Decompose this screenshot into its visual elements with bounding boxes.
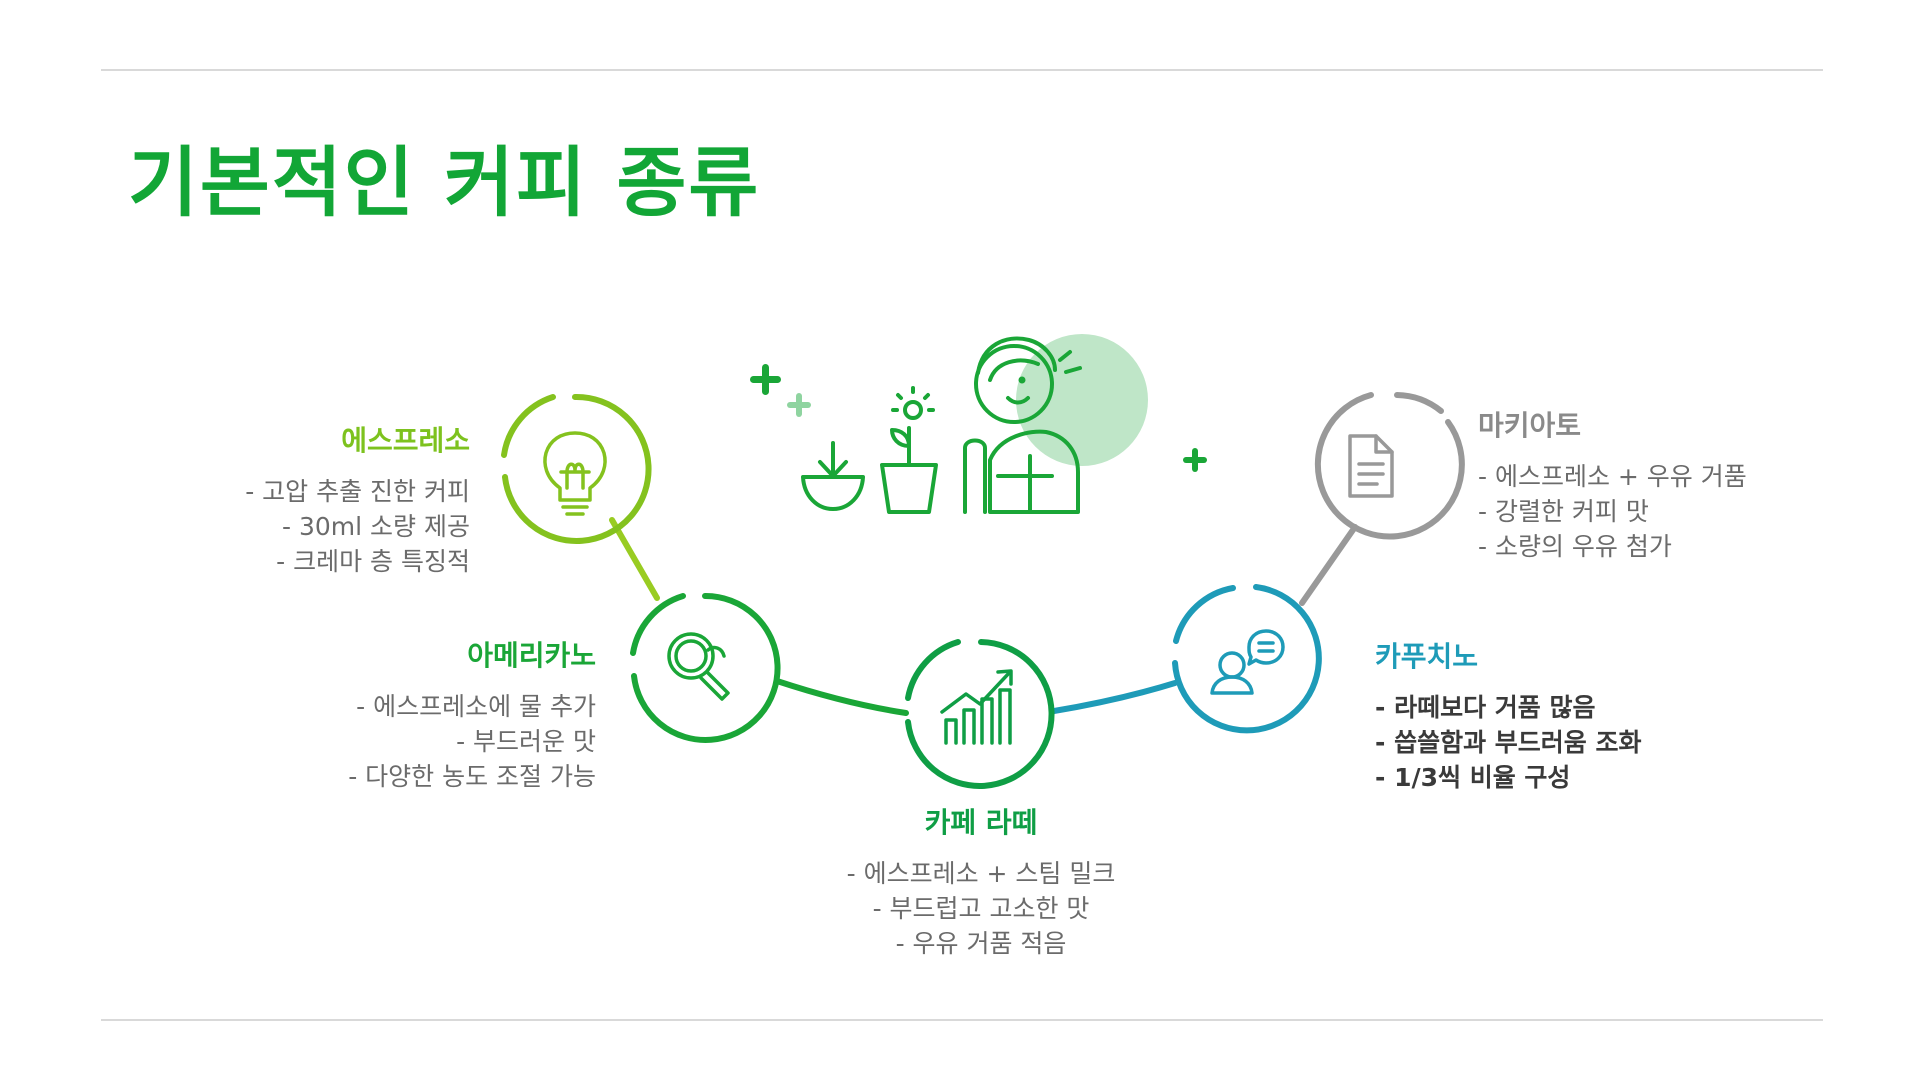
espresso-line-2: - 30ml 소량 제공 [282,511,470,541]
macchiato-line-3: - 소량의 우유 첨가 [1478,531,1672,561]
connector-cappuccino-macchiato [1299,524,1358,606]
cappuccino-node [1172,584,1322,734]
sparkle-dots [891,386,935,412]
macchiato-line-1: - 에스프레소 + 우유 거품 [1478,461,1747,491]
cappuccino-line-1: - 라떼보다 거품 많음 [1375,692,1596,722]
americano-node [630,592,781,743]
sprout-icon [818,441,848,478]
latte-title: 카페 라떼 [924,806,1038,839]
connector-espresso-americano [609,517,660,601]
person-eye [1018,376,1026,384]
cappuccino-line-2: - 씁쓸함과 부드러움 조화 [1375,727,1642,757]
americano-block: 아메리카노 - 에스프레소에 물 추가 - 부드러운 맛 - 다양한 농도 조절… [348,639,596,794]
sparkle-icon [750,364,781,395]
cappuccino-block: 카푸치노 - 라떼보다 거품 많음 - 씁쓸함과 부드러움 조화 - 1/3씩 … [1375,640,1642,795]
person-arm-folded [996,454,1054,514]
person-chat-icon [1210,629,1285,695]
bottom-divider [101,1019,1823,1021]
magnifier-icon [667,632,730,701]
latte-line-1: - 에스프레소 + 스팀 밀크 [846,858,1116,888]
thinking-lines [1058,350,1082,374]
person-bangs [988,358,1040,382]
raised-arm [963,438,987,514]
latte-line-3: - 우유 거품 적음 [895,928,1067,958]
growth-chart-icon [940,669,1013,745]
americano-line-1: - 에스프레소에 물 추가 [356,691,596,721]
connector-latte-cappuccino [1051,680,1178,714]
americano-title: 아메리카노 [467,639,596,672]
cappuccino-title: 카푸치노 [1375,640,1479,673]
page-title: 기본적인 커피 종류 [128,138,761,227]
connector-americano-latte [774,678,909,716]
macchiato-title: 마키아토 [1478,409,1582,442]
sparkle-icon [1183,448,1207,472]
sparkle-icon [787,393,811,417]
latte-line-2: - 부드럽고 고소한 맛 [872,893,1090,923]
person-thinking-with-plants-illustration [750,334,1207,514]
top-divider [101,69,1823,71]
espresso-title: 에스프레소 [341,424,470,457]
americano-line-2: - 부드러운 맛 [456,726,596,756]
espresso-node [501,393,652,544]
lightbulb-icon [543,431,607,516]
bowl-icon [801,475,865,511]
espresso-block: 에스프레소 - 고압 추출 진한 커피 - 30ml 소량 제공 - 크레마 층… [245,424,470,579]
person-head [974,344,1054,424]
plant-stem-icon [890,426,911,467]
macchiato-node [1314,392,1465,540]
latte-block: 카페 라떼 - 에스프레소 + 스팀 밀크 - 부드럽고 고소한 맛 - 우유 … [781,806,1181,961]
plant-pot-icon [880,463,938,514]
macchiato-line-2: - 강렬한 커피 맛 [1478,496,1649,526]
latte-node [905,639,1055,789]
americano-line-3: - 다양한 농도 조절 가능 [348,761,596,791]
cappuccino-line-3: - 1/3씩 비율 구성 [1375,762,1571,792]
macchiato-block: 마키아토 - 에스프레소 + 우유 거품 - 강렬한 커피 맛 - 소량의 우유… [1478,409,1747,564]
flower-icon [903,400,923,420]
document-icon [1348,434,1394,498]
espresso-line-1: - 고압 추출 진한 커피 [245,476,470,506]
person-body [988,429,1080,514]
person-hair [976,336,1057,375]
person-smile [1006,396,1030,405]
espresso-line-3: - 크레마 층 특징적 [276,546,470,576]
